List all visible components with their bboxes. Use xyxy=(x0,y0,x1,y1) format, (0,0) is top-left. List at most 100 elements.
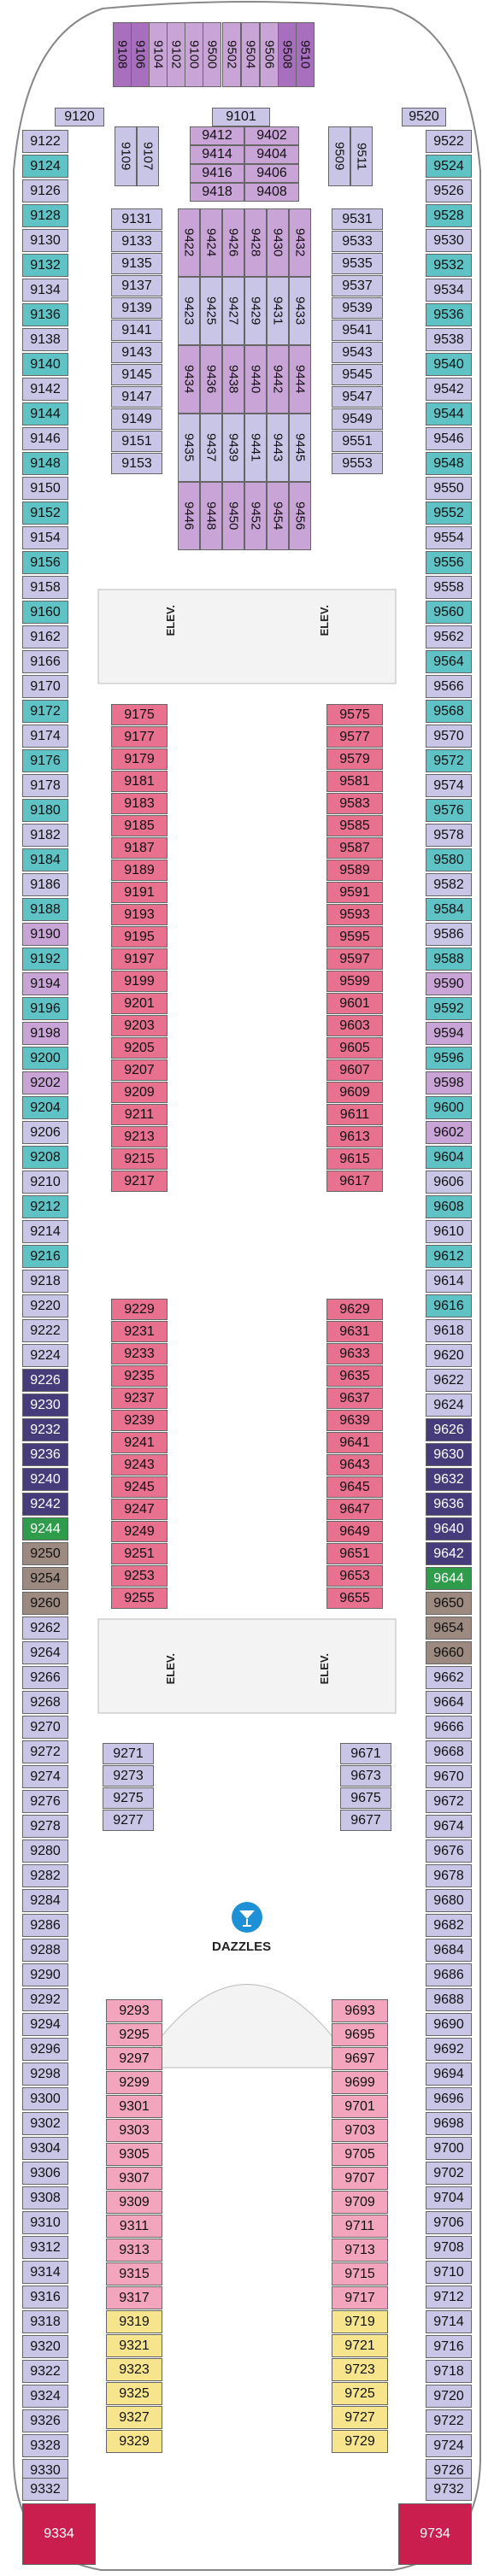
cabin-9133[interactable]: 9133 xyxy=(111,231,162,252)
cabin-9524[interactable]: 9524 xyxy=(426,155,472,178)
cabin-9442[interactable]: 9442 xyxy=(267,345,289,414)
cabin-9635[interactable]: 9635 xyxy=(326,1365,383,1387)
cabin-9583[interactable]: 9583 xyxy=(326,793,383,814)
cabin-9182[interactable]: 9182 xyxy=(22,824,68,847)
cabin-9712[interactable]: 9712 xyxy=(426,2286,472,2309)
cabin-9326[interactable]: 9326 xyxy=(22,2409,68,2432)
cabin-9207[interactable]: 9207 xyxy=(111,1059,168,1081)
cabin-9428[interactable]: 9428 xyxy=(244,208,267,277)
cabin-9250[interactable]: 9250 xyxy=(22,1542,68,1565)
cabin-9232[interactable]: 9232 xyxy=(22,1418,68,1441)
cabin-9446[interactable]: 9446 xyxy=(178,482,200,550)
cabin-9682[interactable]: 9682 xyxy=(426,1914,472,1937)
cabin-9640[interactable]: 9640 xyxy=(426,1517,472,1540)
cabin-9108[interactable]: 9108 xyxy=(113,22,132,87)
cabin-9566[interactable]: 9566 xyxy=(426,675,472,698)
cabin-9408[interactable]: 9408 xyxy=(244,183,299,202)
cabin-9302[interactable]: 9302 xyxy=(22,2112,68,2135)
cabin-9699[interactable]: 9699 xyxy=(332,2071,388,2094)
cabin-9233[interactable]: 9233 xyxy=(111,1343,168,1364)
cabin-9206[interactable]: 9206 xyxy=(22,1121,68,1144)
cabin-9677[interactable]: 9677 xyxy=(340,1810,391,1831)
cabin-9552[interactable]: 9552 xyxy=(426,502,472,525)
cabin-9188[interactable]: 9188 xyxy=(22,898,68,921)
cabin-9608[interactable]: 9608 xyxy=(426,1195,472,1218)
cabin-9262[interactable]: 9262 xyxy=(22,1617,68,1640)
cabin-9642[interactable]: 9642 xyxy=(426,1542,472,1565)
cabin-9143[interactable]: 9143 xyxy=(111,342,162,363)
cabin-9299[interactable]: 9299 xyxy=(106,2071,162,2094)
cabin-9508[interactable]: 9508 xyxy=(278,22,297,87)
cabin-9324[interactable]: 9324 xyxy=(22,2385,68,2408)
cabin-9424[interactable]: 9424 xyxy=(200,208,222,277)
cabin-9580[interactable]: 9580 xyxy=(426,848,472,871)
cabin-9574[interactable]: 9574 xyxy=(426,774,472,797)
cabin-9636[interactable]: 9636 xyxy=(426,1493,472,1516)
cabin-9183[interactable]: 9183 xyxy=(111,793,168,814)
cabin-9631[interactable]: 9631 xyxy=(326,1321,383,1342)
cabin-9124[interactable]: 9124 xyxy=(22,155,68,178)
cabin-9132[interactable]: 9132 xyxy=(22,254,68,277)
cabin-9205[interactable]: 9205 xyxy=(111,1037,168,1059)
cabin-9662[interactable]: 9662 xyxy=(426,1666,472,1689)
cabin-9193[interactable]: 9193 xyxy=(111,904,168,925)
cabin-9162[interactable]: 9162 xyxy=(22,625,68,648)
cabin-9717[interactable]: 9717 xyxy=(332,2286,388,2309)
cabin-9241[interactable]: 9241 xyxy=(111,1432,168,1453)
cabin-9146[interactable]: 9146 xyxy=(22,427,68,450)
cabin-9603[interactable]: 9603 xyxy=(326,1015,383,1036)
cabin-9560[interactable]: 9560 xyxy=(426,601,472,624)
cabin-9668[interactable]: 9668 xyxy=(426,1740,472,1763)
cabin-9705[interactable]: 9705 xyxy=(332,2143,388,2166)
cabin-9586[interactable]: 9586 xyxy=(426,923,472,946)
cabin-9309[interactable]: 9309 xyxy=(106,2191,162,2214)
cabin-9249[interactable]: 9249 xyxy=(111,1521,168,1542)
cabin-9154[interactable]: 9154 xyxy=(22,526,68,549)
cabin-9414[interactable]: 9414 xyxy=(190,145,244,164)
cabin-9706[interactable]: 9706 xyxy=(426,2211,472,2234)
cabin-9172[interactable]: 9172 xyxy=(22,700,68,723)
cabin-9551[interactable]: 9551 xyxy=(332,431,383,452)
cabin-9711[interactable]: 9711 xyxy=(332,2215,388,2238)
cabin-9101[interactable]: 9101 xyxy=(212,108,270,126)
cabin-9139[interactable]: 9139 xyxy=(111,297,162,319)
cabin-9550[interactable]: 9550 xyxy=(426,477,472,500)
cabin-9542[interactable]: 9542 xyxy=(426,378,472,401)
cabin-9596[interactable]: 9596 xyxy=(426,1047,472,1070)
cabin-9140[interactable]: 9140 xyxy=(22,353,68,376)
cabin-9204[interactable]: 9204 xyxy=(22,1096,68,1119)
cabin-9212[interactable]: 9212 xyxy=(22,1195,68,1218)
cabin-9440[interactable]: 9440 xyxy=(244,345,267,414)
cabin-9245[interactable]: 9245 xyxy=(111,1476,168,1498)
cabin-9637[interactable]: 9637 xyxy=(326,1388,383,1409)
cabin-9185[interactable]: 9185 xyxy=(111,815,168,836)
cabin-9432[interactable]: 9432 xyxy=(289,208,311,277)
cabin-9543[interactable]: 9543 xyxy=(332,342,383,363)
cabin-9402[interactable]: 9402 xyxy=(244,126,299,145)
cabin-9274[interactable]: 9274 xyxy=(22,1765,68,1788)
cabin-9253[interactable]: 9253 xyxy=(111,1565,168,1587)
cabin-9607[interactable]: 9607 xyxy=(326,1059,383,1081)
cabin-9613[interactable]: 9613 xyxy=(326,1126,383,1147)
cabin-9532[interactable]: 9532 xyxy=(426,254,472,277)
cabin-9220[interactable]: 9220 xyxy=(22,1294,68,1317)
cabin-9102[interactable]: 9102 xyxy=(167,22,185,87)
cabin-9539[interactable]: 9539 xyxy=(332,297,383,319)
cabin-9570[interactable]: 9570 xyxy=(426,725,472,748)
cabin-9445[interactable]: 9445 xyxy=(289,414,311,482)
cabin-9231[interactable]: 9231 xyxy=(111,1321,168,1342)
cabin-9224[interactable]: 9224 xyxy=(22,1344,68,1367)
cabin-9307[interactable]: 9307 xyxy=(106,2167,162,2190)
cabin-9609[interactable]: 9609 xyxy=(326,1082,383,1103)
cabin-9122[interactable]: 9122 xyxy=(22,130,68,153)
cabin-9294[interactable]: 9294 xyxy=(22,2013,68,2036)
cabin-9239[interactable]: 9239 xyxy=(111,1410,168,1431)
cabin-9618[interactable]: 9618 xyxy=(426,1319,472,1342)
cabin-9196[interactable]: 9196 xyxy=(22,997,68,1020)
cabin-9199[interactable]: 9199 xyxy=(111,971,168,992)
cabin-9531[interactable]: 9531 xyxy=(332,208,383,230)
cabin-9296[interactable]: 9296 xyxy=(22,2038,68,2061)
cabin-9316[interactable]: 9316 xyxy=(22,2286,68,2309)
cabin-9582[interactable]: 9582 xyxy=(426,873,472,896)
cabin-9592[interactable]: 9592 xyxy=(426,997,472,1020)
